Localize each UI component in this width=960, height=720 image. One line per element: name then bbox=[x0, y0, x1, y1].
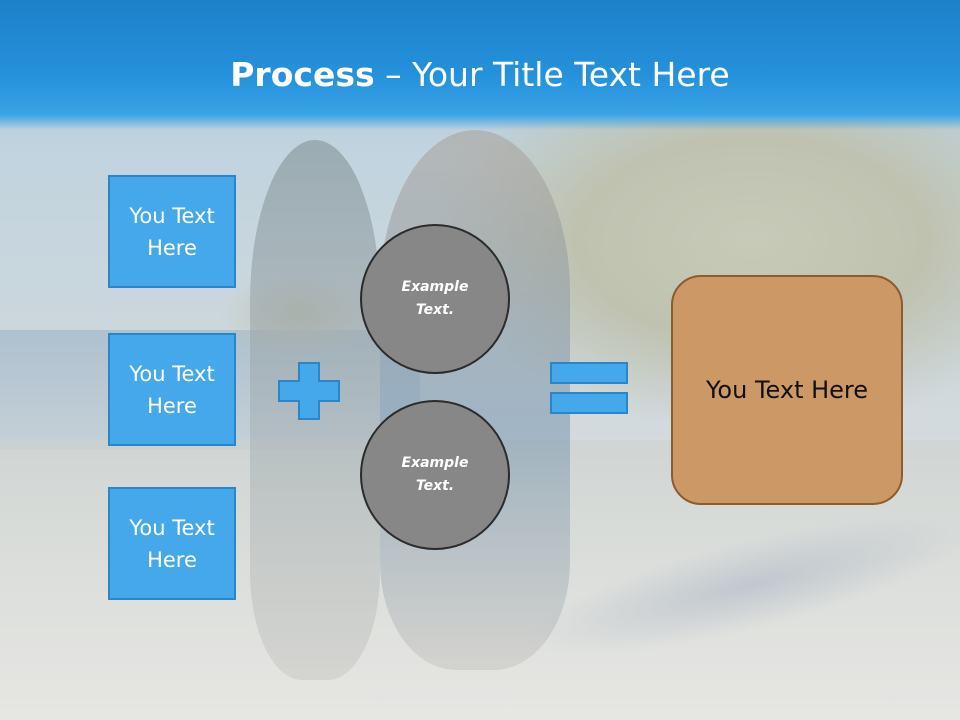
example-circle-2-line1: Example bbox=[401, 455, 469, 471]
text-box-3-line1: You Text bbox=[129, 515, 215, 540]
equals-icon[interactable] bbox=[550, 362, 628, 414]
background-shadow bbox=[515, 485, 960, 685]
text-box-2-line1: You Text bbox=[129, 361, 215, 386]
text-box-1-line2: Here bbox=[147, 235, 197, 260]
title-rest: – Your Title Text Here bbox=[374, 55, 730, 94]
text-box-1-line1: You Text bbox=[129, 203, 215, 228]
text-box-3-line2: Here bbox=[147, 547, 197, 572]
result-box[interactable]: You Text Here bbox=[671, 275, 903, 505]
title-bold: Process bbox=[230, 55, 375, 94]
example-circle-1-line2: Text. bbox=[415, 302, 455, 318]
text-box-2-line2: Here bbox=[147, 393, 197, 418]
plus-icon[interactable] bbox=[278, 362, 340, 420]
background-figure-man bbox=[380, 130, 570, 670]
example-circle-2-line2: Text. bbox=[415, 478, 455, 494]
background-rocks-left bbox=[220, 270, 380, 360]
example-circle-1-line1: Example bbox=[401, 279, 469, 295]
slide-title[interactable]: Process – Your Title Text Here bbox=[0, 50, 960, 100]
title-bar bbox=[0, 0, 960, 130]
result-text: You Text Here bbox=[705, 376, 869, 404]
